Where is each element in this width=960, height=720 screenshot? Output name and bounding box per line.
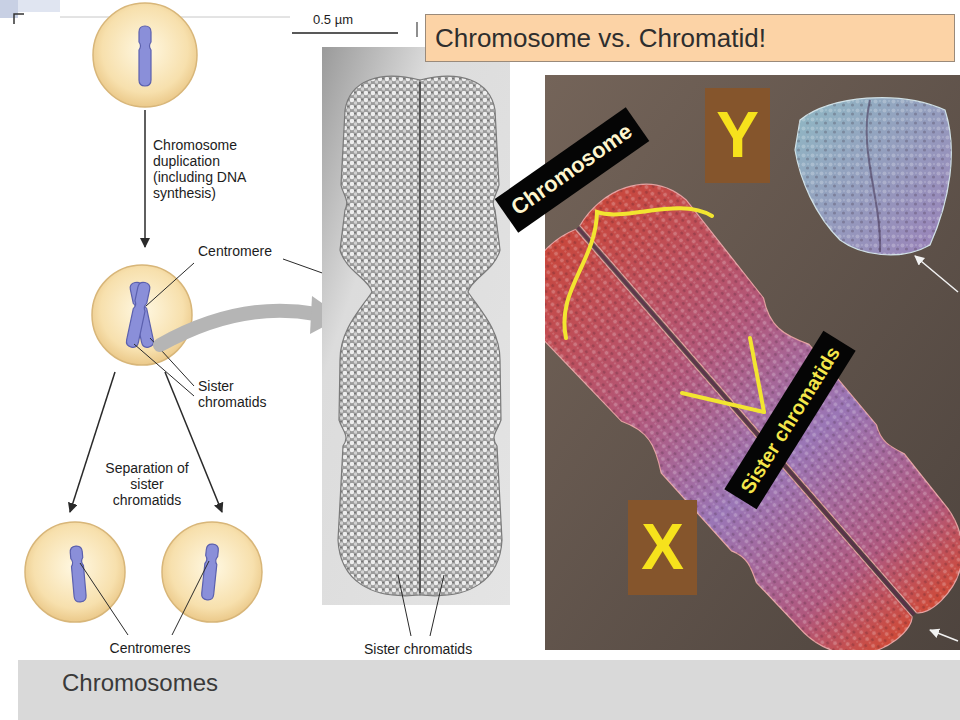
caption-band [18,660,960,720]
chromatid-groove [867,100,880,252]
step-label: Chromosome duplication (including DNA sy… [153,137,265,201]
title-box: Chromosome vs. Chromatid! [425,14,955,62]
node-text: X [641,512,684,582]
step-arrow [70,372,115,512]
leader-line [146,263,194,306]
x-chromatid-group [545,226,917,650]
pointer-arrow [915,256,958,292]
scale-bar [292,32,398,34]
part-label: Sister chromatids [198,378,280,410]
cell [25,522,125,622]
leader-line [398,575,411,636]
sem-chromatid [338,76,420,596]
yellow-bracket [564,208,712,338]
leader-line [430,575,444,636]
letter-box: Y [705,88,770,183]
sem-photo [322,47,510,605]
chromatid-groove [419,82,421,593]
y-texture [795,98,951,255]
letter-box: X [628,500,697,595]
x-chromatid [545,226,917,650]
step-label: Separation of sister chromatids [97,460,197,508]
y-chromosome [795,98,951,255]
sem-chromatid [420,76,502,596]
part-label: Centromeres [100,640,200,656]
chromatid-groove [578,228,915,615]
leader-line [80,563,128,635]
corner-deco [18,0,60,12]
chromosome-rod [139,26,151,86]
scale-label: 0.5 µm [313,13,353,28]
x-chromosome [545,158,960,650]
leader-line [172,561,209,635]
node-text: Y [716,100,759,170]
leader-line [134,344,194,396]
scale-tick [416,22,417,37]
cell [93,3,197,107]
step-arrow [144,110,146,247]
corner-deco [0,0,18,18]
slide-title: Chromosome vs. Chromatid! [435,23,766,54]
yellow-pointer [750,338,764,412]
cell [162,522,262,622]
chromosome-rod [70,546,87,603]
x-texture [545,226,917,650]
part-label: Centromere [198,243,272,259]
yellow-pointer [682,393,764,412]
corner-mark [14,14,24,24]
zoom-arrow [160,311,316,345]
part-label: Sister chromatids [364,641,472,657]
chromatid [125,281,150,348]
pointer-arrow [930,630,958,641]
cell [92,265,192,365]
slide-caption: Chromosomes [62,669,218,697]
